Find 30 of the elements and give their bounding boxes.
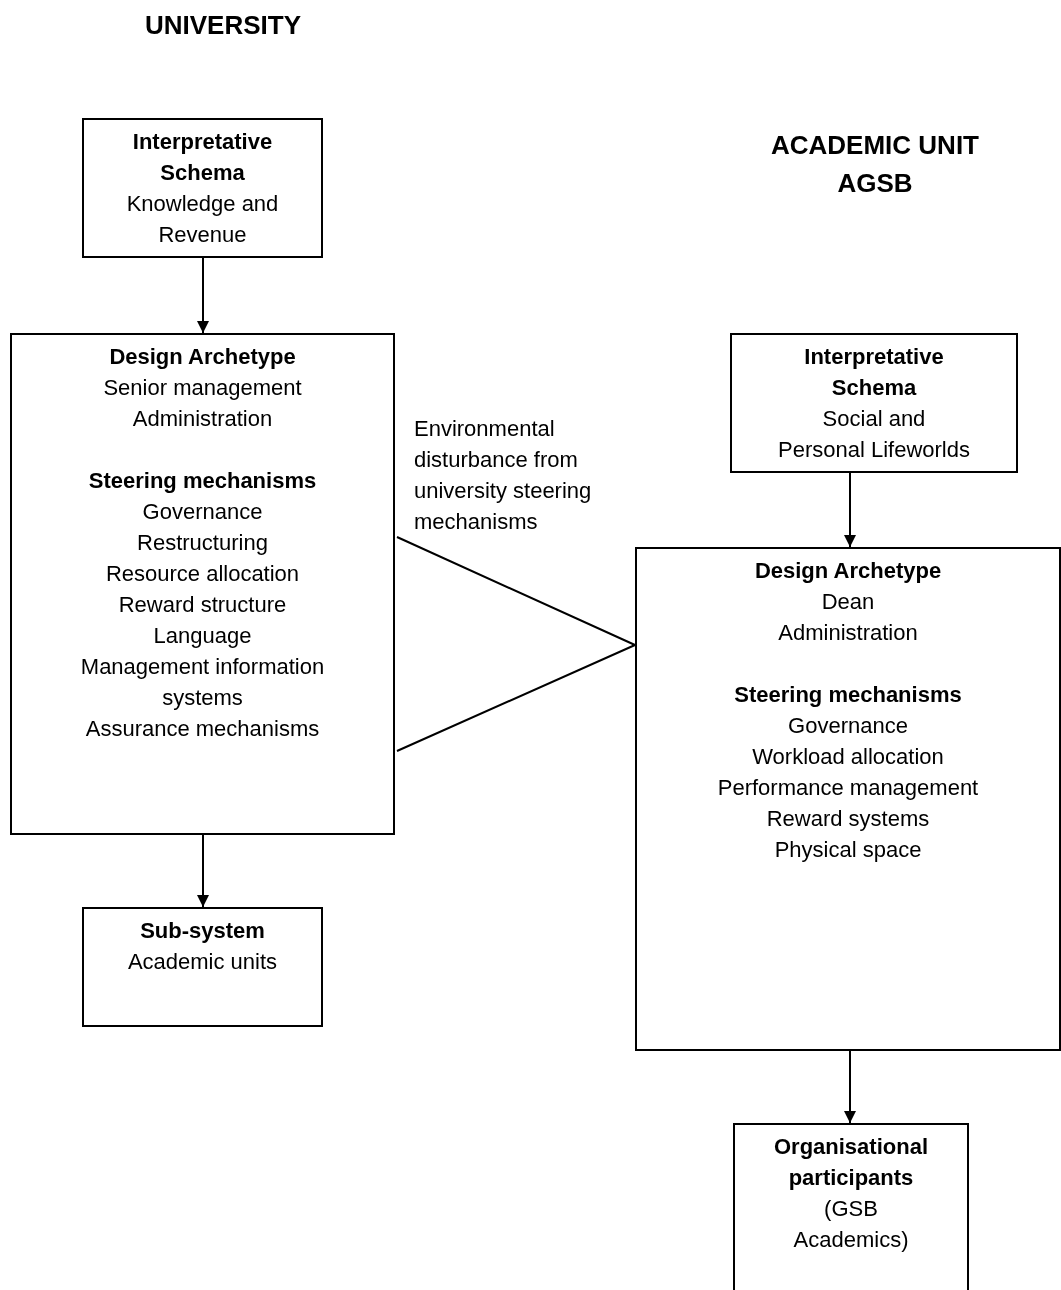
connector-line <box>396 536 636 752</box>
box-heading: Steering mechanisms <box>734 681 962 709</box>
box-text: Dean Administration <box>778 588 918 647</box>
box-heading: Design Archetype <box>109 343 296 371</box>
box-text: Academic units <box>127 948 278 976</box>
box-heading: Steering mechanisms <box>88 467 317 495</box>
arrow <box>197 257 209 334</box>
edge-label: Environmental disturbance from university steering mechanisms <box>414 415 592 536</box>
process-box <box>733 1123 969 1290</box>
box-text: Knowledge and Revenue <box>126 190 279 249</box>
box-heading: Organisational participants <box>773 1133 928 1192</box>
arrow <box>844 1050 856 1124</box>
box-text: Social and Personal Lifeworlds <box>778 405 970 464</box>
process-box <box>82 118 323 258</box>
box-heading: Sub-system <box>140 917 265 945</box>
arrow <box>197 834 209 908</box>
box-text: (GSB Academics) <box>793 1195 909 1254</box>
box-text: Senior management Administration <box>103 374 302 433</box>
box-heading: Interpretative Schema <box>804 343 944 402</box>
section-heading: ACADEMIC UNIT AGSB <box>771 129 979 200</box>
box-heading: Interpretative Schema <box>132 128 273 187</box>
process-box <box>10 333 395 835</box>
arrow <box>844 472 856 548</box>
box-text: Governance Restructuring Resource allocation Reward structure Language Management information systems Assurance mechanisms <box>80 498 325 743</box>
process-box <box>730 333 1018 473</box>
process-box <box>635 547 1061 1051</box>
box-heading: Design Archetype <box>754 557 942 585</box>
process-box <box>82 907 323 1027</box>
section-heading: UNIVERSITY <box>145 9 301 42</box>
box-text: Governance Workload allocation Performance management Reward systems Physical space <box>717 712 979 864</box>
